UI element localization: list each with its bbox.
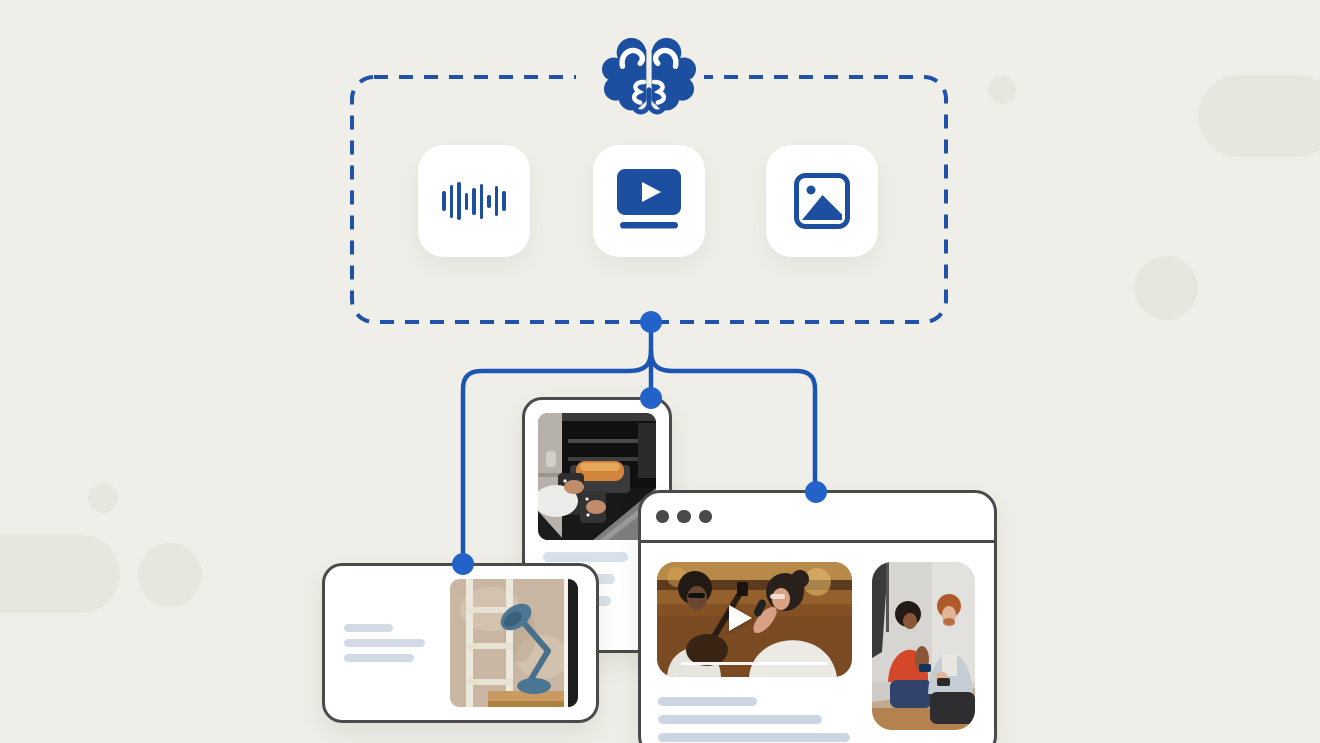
article-card — [322, 563, 599, 723]
browser-traffic-dot — [655, 509, 669, 523]
browser-traffic-dot — [698, 509, 712, 523]
image-media-tile — [766, 145, 878, 257]
skeleton-line — [657, 696, 757, 706]
waveform-bar — [502, 191, 506, 211]
background-blob — [1198, 75, 1320, 157]
skeleton-line — [657, 714, 822, 724]
video-progress-bar — [680, 661, 828, 665]
connector-node-dot — [640, 311, 662, 333]
audio-waveform-icon — [442, 179, 506, 223]
musicians-video-thumbnail — [656, 561, 852, 677]
video-media-tile — [593, 145, 705, 257]
brain-icon — [600, 33, 698, 115]
waveform-bar — [464, 192, 469, 210]
browser-traffic-dot — [677, 509, 691, 523]
skeleton-line — [344, 654, 414, 662]
desk-lamp-photo — [449, 578, 578, 707]
couch-phones-photo — [871, 561, 975, 730]
waveform-bar — [487, 194, 491, 208]
waveform-bar — [472, 187, 476, 215]
image-photo-icon — [794, 173, 850, 229]
waveform-bar — [449, 184, 454, 218]
play-button-icon — [728, 604, 752, 631]
background-blob — [88, 483, 118, 513]
background-blob — [988, 76, 1016, 104]
background-blob — [0, 535, 120, 613]
browser-window — [638, 490, 997, 743]
browser-topbar — [641, 493, 994, 543]
skeleton-line — [543, 552, 628, 562]
waveform-bar — [442, 191, 446, 211]
skeleton-line — [657, 732, 850, 742]
background-blob — [1134, 256, 1198, 320]
video-player-icon — [617, 169, 681, 229]
waveform-bar — [479, 183, 484, 219]
waveform-bar — [457, 182, 461, 220]
skeleton-line — [344, 639, 425, 647]
article-skeleton-text — [344, 624, 425, 662]
skeleton-line — [344, 624, 393, 632]
waveform-bar — [494, 186, 499, 216]
audio-media-tile — [418, 145, 530, 257]
background-blob — [138, 543, 202, 607]
browser-skeleton-text — [657, 696, 850, 742]
